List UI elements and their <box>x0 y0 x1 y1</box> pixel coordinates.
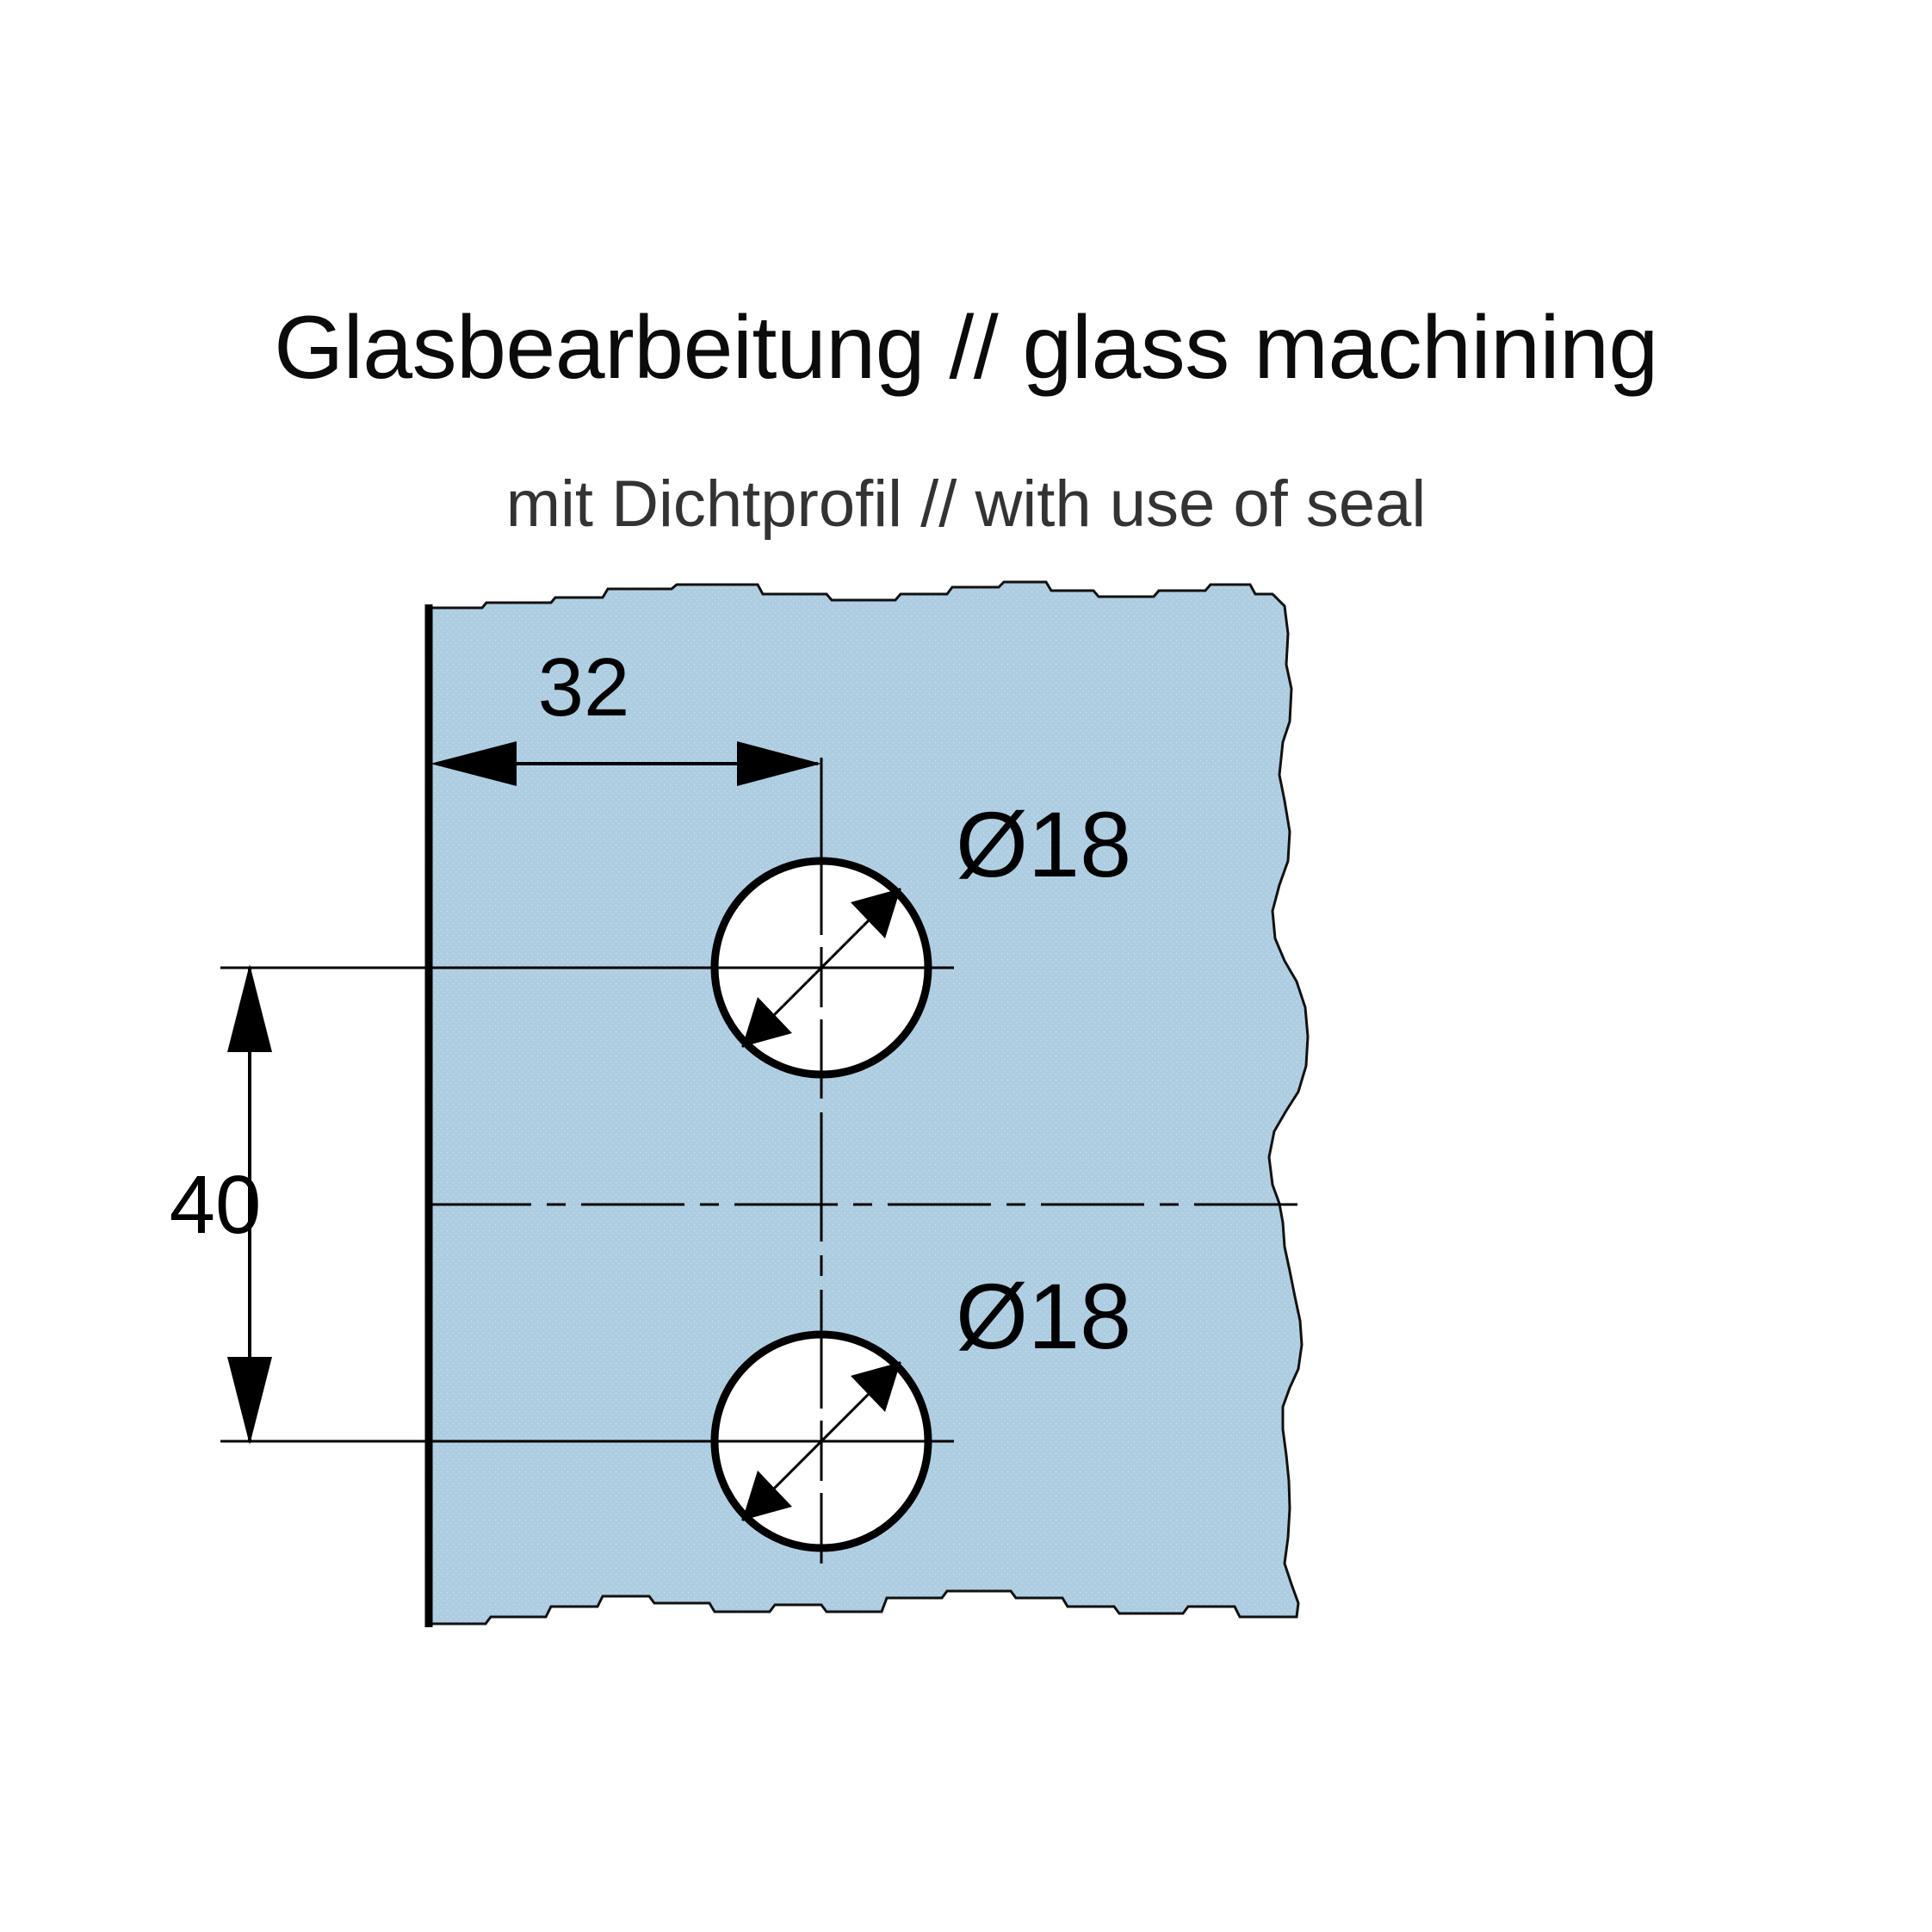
dimension-40-label: 40 <box>170 1159 262 1251</box>
glass-panel-outline <box>426 580 1310 1625</box>
page-title: Glasbearbeitung // glass machining <box>274 298 1658 398</box>
glass-panel-body <box>424 580 1310 1627</box>
dimension-32-arrow-right <box>737 741 821 786</box>
dimension-40: 40 <box>170 964 775 1445</box>
upper-hole-diameter-label: Ø18 <box>956 792 1131 896</box>
upper-hole-arrow-head-upper <box>851 889 901 938</box>
dimension-40-arrow-top <box>227 964 272 1052</box>
dimension-32: 32 <box>430 641 821 786</box>
upper-hole-arrow-head-lower <box>742 997 792 1047</box>
dimension-32-arrow-left <box>430 741 517 786</box>
page-subtitle: mit Dichtprofil // with use of seal <box>505 468 1427 541</box>
lower-hole <box>689 1319 954 1564</box>
dimension-32-label: 32 <box>538 641 630 734</box>
lower-hole-arrow-head-upper <box>851 1362 901 1412</box>
lower-hole-diameter-label: Ø18 <box>956 1264 1131 1368</box>
lower-hole-arrow-head-lower <box>742 1471 792 1520</box>
dimension-40-arrow-bottom <box>227 1357 272 1445</box>
